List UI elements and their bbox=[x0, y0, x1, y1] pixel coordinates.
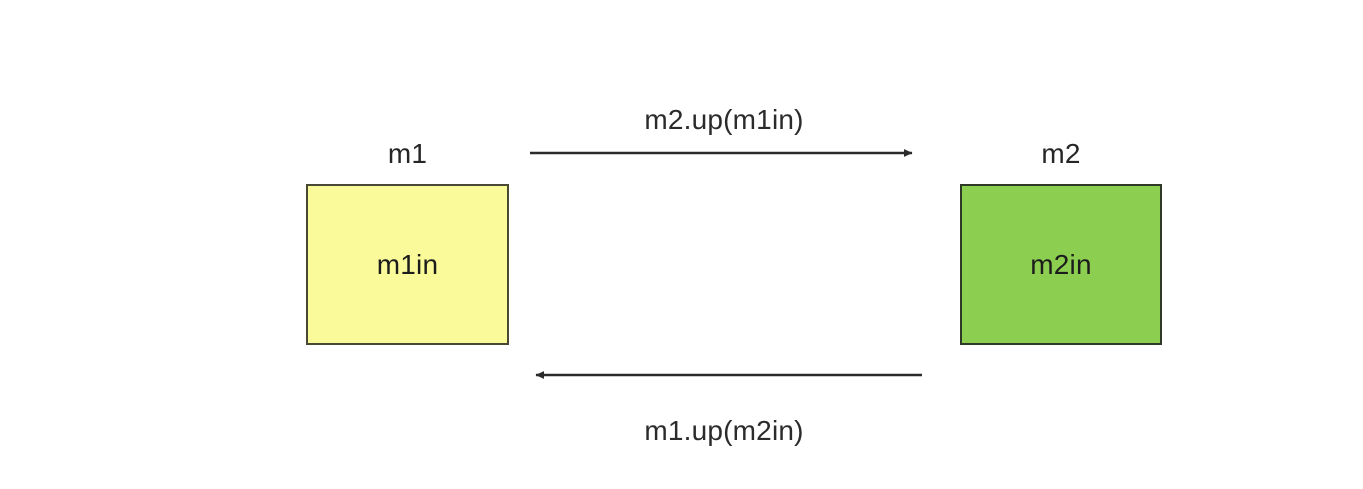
edge-m2-to-m1: m1.up(m2in) bbox=[524, 360, 924, 446]
edge-label-m1-up-m2in: m1.up(m2in) bbox=[644, 415, 804, 446]
arrow-left-icon bbox=[535, 371, 922, 379]
node-box-m1[interactable]: m1in bbox=[306, 184, 509, 345]
arrow-right-icon bbox=[530, 149, 913, 157]
node-label-m2: m2 bbox=[1041, 138, 1081, 169]
node-box-text-m2in: m2in bbox=[1030, 248, 1092, 280]
node-box-m2[interactable]: m2in bbox=[960, 184, 1162, 345]
edge-m1-to-m2: m2.up(m1in) bbox=[524, 104, 924, 164]
edge-label-m2-up-m1in: m2.up(m1in) bbox=[644, 104, 804, 135]
node-box-text-m1in: m1in bbox=[376, 248, 439, 280]
node-label-m1: m1 bbox=[387, 138, 428, 169]
